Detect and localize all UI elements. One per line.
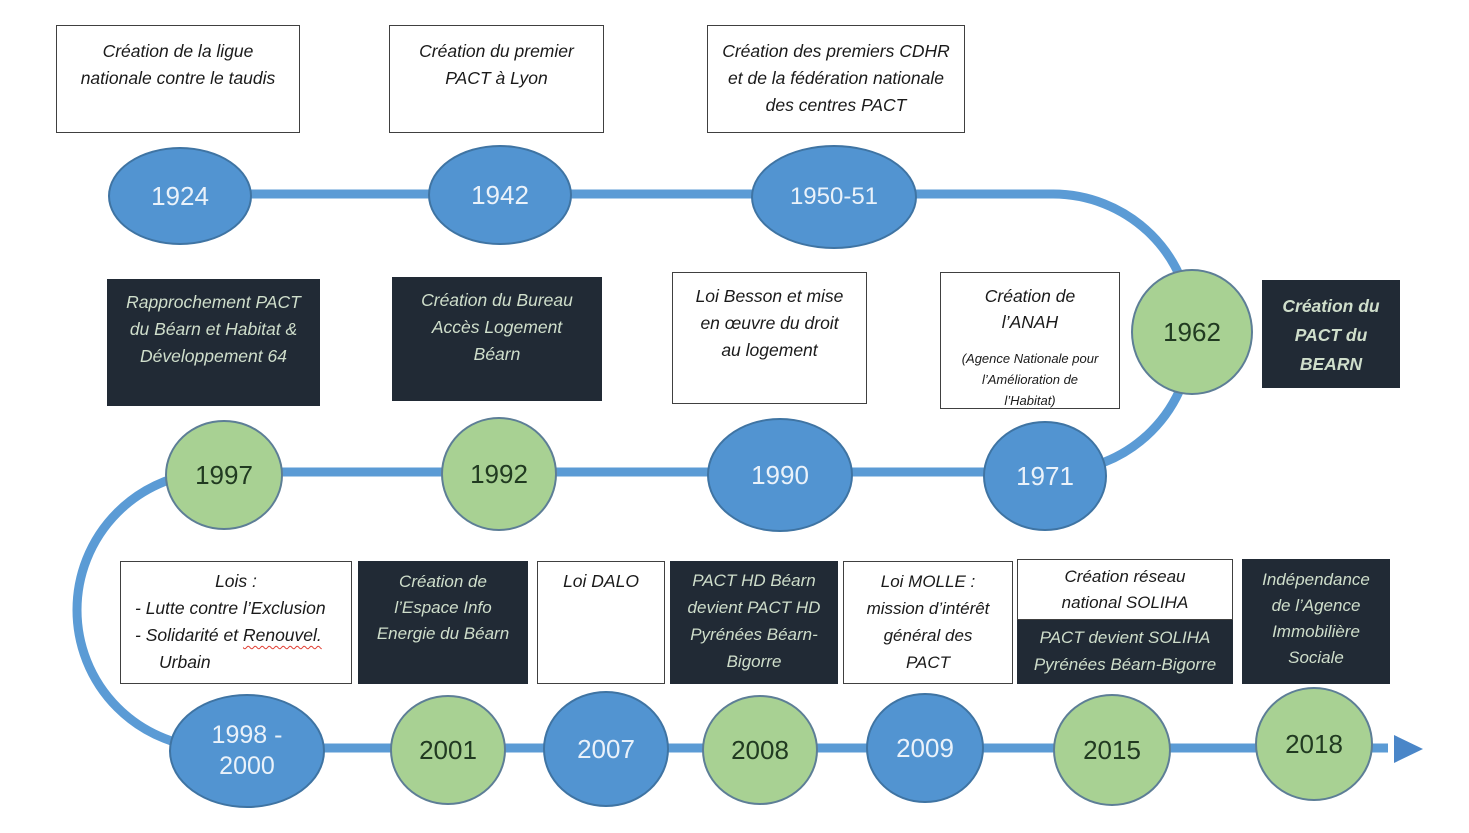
event-box-1942: Création du premier PACT à Lyon xyxy=(389,25,604,133)
lois-list: - Lutte contre l’Exclusion - Solidarité … xyxy=(135,598,326,672)
year-node-1990: 1990 xyxy=(707,418,853,532)
year-node-2008: 2008 xyxy=(702,695,818,805)
anah-note: (Agence Nationale pour l’Amélioration de… xyxy=(961,351,1099,408)
year-node-1962: 1962 xyxy=(1131,269,1253,395)
year-node-2018: 2018 xyxy=(1255,687,1373,801)
year-node-2009: 2009 xyxy=(866,693,984,803)
year-node-1924: 1924 xyxy=(108,147,252,245)
event-box-1924: Création de la ligue nationale contre le… xyxy=(56,25,300,133)
timeline-line xyxy=(72,189,1388,753)
year-node-1997: 1997 xyxy=(165,420,283,530)
event-box-2009: Loi MOLLE : mission d’intérêt général de… xyxy=(843,561,1013,684)
event-box-1971: Création de l’ANAH (Agence Nationale pou… xyxy=(940,272,1120,409)
year-node-1992: 1992 xyxy=(441,417,557,531)
event-box-1997: Rapprochement PACT du Béarn et Habitat &… xyxy=(107,279,320,406)
timeline-arrow-icon xyxy=(1394,735,1423,763)
event-box-2008: PACT HD Béarn devient PACT HD Pyrénées B… xyxy=(670,561,838,684)
year-node-2007: 2007 xyxy=(543,691,669,807)
event-box-2018: Indépendance de l’Agence Immobilière Soc… xyxy=(1242,559,1390,684)
event-box-1950: Création des premiers CDHR et de la fédé… xyxy=(707,25,965,133)
event-box-2001: Création de l’Espace Info Energie du Béa… xyxy=(358,561,528,684)
year-node-1971: 1971 xyxy=(983,421,1107,531)
year-node-2015: 2015 xyxy=(1053,694,1171,806)
event-box-1990: Loi Besson et mise en œuvre du droit au … xyxy=(672,272,867,404)
event-box-2015-top: Création réseau national SOLIHA xyxy=(1017,559,1233,620)
event-box-2007: Loi DALO xyxy=(537,561,665,684)
event-box-1998: Lois : - Lutte contre l’Exclusion - Soli… xyxy=(120,561,352,684)
year-node-2001: 2001 xyxy=(390,695,506,805)
spellcheck-underline: Renouvel. xyxy=(242,625,322,645)
event-box-1992: Création du Bureau Accès Logement Béarn xyxy=(392,277,602,401)
event-box-1962: Création du PACT du BEARN xyxy=(1262,280,1400,388)
year-node-1950-51: 1950-51 xyxy=(751,145,917,249)
event-box-2015-bottom: PACT devient SOLIHA Pyrénées Béarn-Bigor… xyxy=(1017,620,1233,684)
year-node-1998-2000: 1998 -2000 xyxy=(169,694,325,808)
year-node-1942: 1942 xyxy=(428,145,572,245)
